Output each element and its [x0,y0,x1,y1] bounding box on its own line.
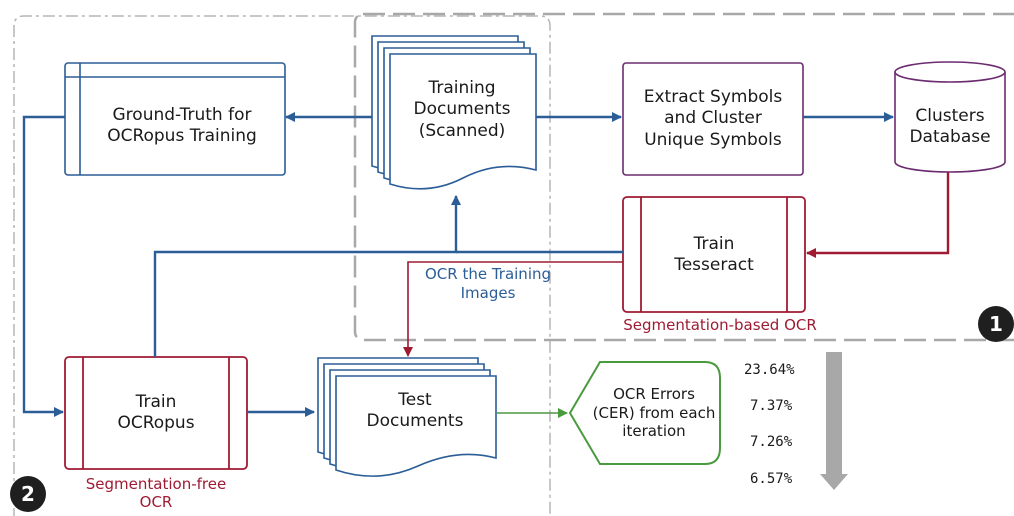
cer-value-2: 7.37% [750,398,793,414]
train-tesseract-label: Train Tesseract [674,233,754,275]
arrow-ocropus-to-training-docs [153,195,461,357]
test-documents-label: Test Documents [366,389,464,431]
segmentation-free-label: Segmentation-free OCR [85,475,227,511]
train-tesseract-node [622,196,806,313]
extract-symbols-node [622,62,804,176]
arrow-ground-truth-to-ocropus [22,115,65,417]
segmentation-based-label: Segmentation-based OCR [623,315,817,334]
badge-one: 1 [978,306,1014,342]
clusters-database-label: Clusters Database [909,105,991,147]
clusters-database-node [894,61,1006,173]
region-segmentation-free [13,15,551,516]
cer-value-1: 23.64% [744,362,795,378]
ocr-errors-node [568,361,721,465]
region-segmentation-based [353,12,1014,342]
decreasing-cer-arrow [820,352,848,490]
extract-symbols-label: Extract Symbols and Cluster Unique Symbo… [643,87,783,150]
ocr-training-images-label: OCR the Training Images [424,265,552,302]
ground-truth-label: Ground-Truth for OCRopus Training [107,104,257,146]
test-documents-node [317,357,497,477]
badge-two: 2 [10,476,46,512]
ocr-errors-label: OCR Errors (CER) from each iteration [592,384,716,441]
train-ocropus-label: Train OCRopus [117,391,195,433]
training-documents-label: Training Documents (Scanned) [413,78,511,141]
cer-value-4: 6.57% [750,471,793,487]
training-documents-node [371,35,537,190]
arrow-database-to-tesseract [806,172,950,258]
arrow-tesseract-to-test-docs [403,261,623,357]
cer-value-3: 7.26% [750,434,793,450]
